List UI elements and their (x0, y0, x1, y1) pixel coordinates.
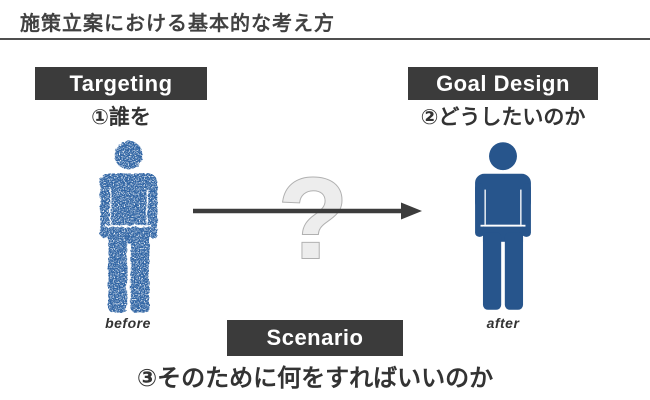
goal-design-caption: ②どうしたいのか (420, 106, 586, 129)
goal-design-label: Goal Design (436, 70, 570, 96)
transform-arrow-icon (193, 202, 422, 220)
targeting-header: Targeting (35, 67, 207, 100)
title-underline (0, 38, 650, 40)
page-title: 施策立案における基本的な考え方 (20, 13, 335, 35)
scenario-label: Scenario (266, 325, 364, 350)
after-label: after (486, 315, 520, 331)
svg-text:?: ? (278, 165, 348, 265)
scenario-caption: ③そのために何をすればいいのか (136, 365, 494, 392)
before-label: before (105, 315, 151, 331)
before-person-icon (92, 139, 164, 313)
scenario-header: Scenario (227, 320, 403, 356)
after-person-icon (472, 141, 534, 311)
targeting-label: Targeting (69, 70, 173, 96)
targeting-caption: ①誰を (91, 106, 151, 129)
question-mark-icon: ? (277, 165, 349, 265)
goal-design-header: Goal Design (408, 67, 598, 100)
